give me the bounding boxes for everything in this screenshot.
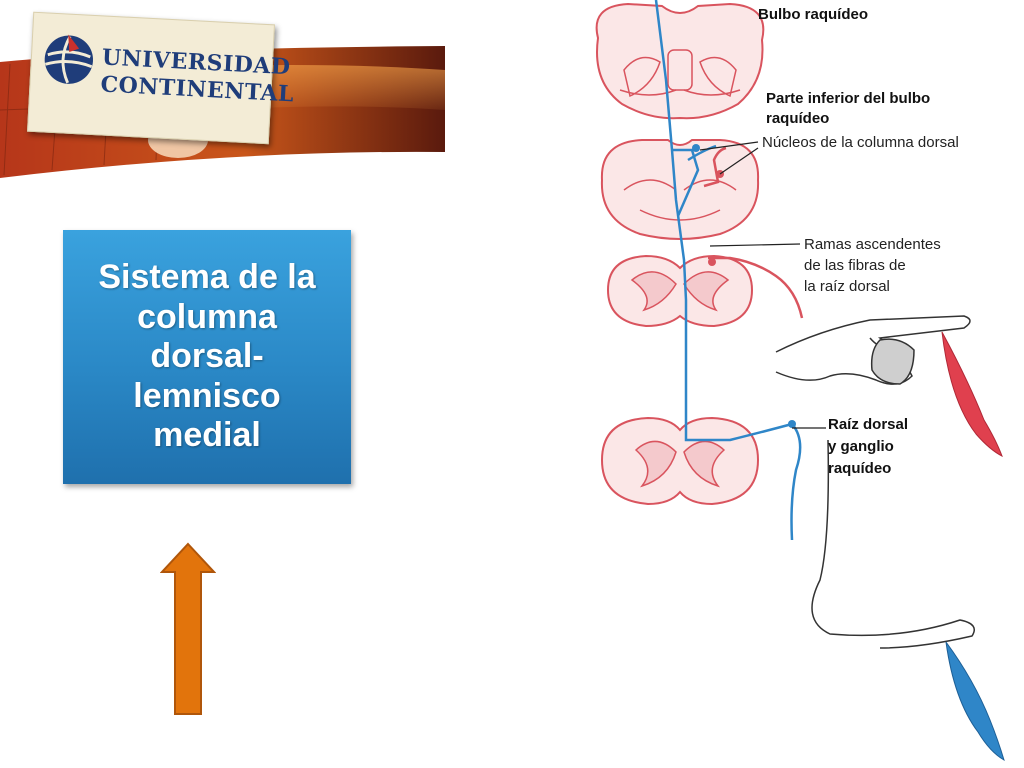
spinal-cord-section-upper <box>606 254 754 328</box>
blue-feather-icon <box>945 641 1005 762</box>
up-arrow-icon <box>160 542 216 715</box>
label-ramas-1: Ramas ascendentes <box>804 236 941 253</box>
label-parte-inferior-1: Parte inferior del bulbo <box>766 90 931 107</box>
lower-medulla-section <box>600 139 760 240</box>
globe-logo-icon <box>44 34 94 84</box>
title-line: lemnisco <box>133 376 281 415</box>
dorsal-column-diagram: Bulbo raquídeo Parte inferior del bulbo … <box>580 0 1024 768</box>
label-raiz-dorsal-1: Raíz dorsal <box>828 416 909 433</box>
diagram-drawing <box>595 0 1005 762</box>
label-ramas-3: la raíz dorsal <box>804 278 890 295</box>
label-bulbo-raquideo: Bulbo raquídeo <box>758 6 868 23</box>
slide-title: Sistema de la columna dorsal- lemnisco m… <box>72 258 342 455</box>
title-box: Sistema de la columna dorsal- lemnisco m… <box>63 230 351 484</box>
header-banner: UNIVERSIDAD CONTINENTAL <box>0 0 445 180</box>
spinal-cord-section-lower <box>600 416 760 506</box>
label-parte-inferior-2: raquídeo <box>766 110 830 127</box>
label-nucleos-columna-dorsal: Núcleos de la columna dorsal <box>762 134 959 151</box>
label-raiz-dorsal-3: raquídeo <box>828 460 892 477</box>
university-logo: UNIVERSIDAD CONTINENTAL <box>27 11 295 145</box>
title-line: medial <box>153 416 261 455</box>
title-line: Sistema de la <box>98 258 316 297</box>
label-ramas-2: de las fibras de <box>804 257 906 274</box>
title-line: columna <box>137 297 277 336</box>
foot-outline <box>811 439 975 649</box>
title-line: dorsal- <box>150 337 264 376</box>
red-feather-icon <box>941 331 1003 458</box>
label-raiz-dorsal-2: y ganglio <box>828 438 894 455</box>
medulla-section <box>595 2 765 120</box>
